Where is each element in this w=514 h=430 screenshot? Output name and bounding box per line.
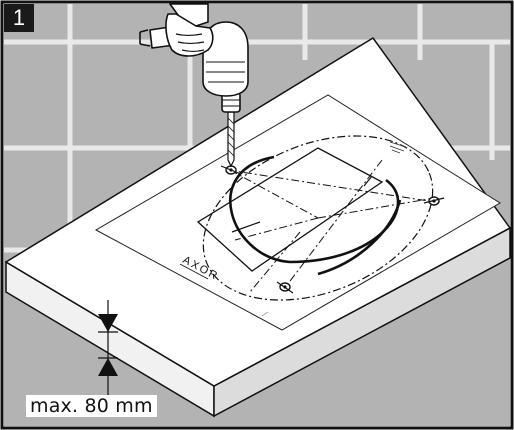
template-corner-mark [261,311,269,317]
axis-line-f [234,217,319,241]
axis-tick [231,221,261,233]
hole-marker-right [423,196,445,206]
hole-marker-bottom [276,281,294,294]
axis-line-a [227,169,436,203]
template-drawing [196,135,436,301]
arrow-up-icon [98,358,118,376]
drill-bit [227,111,235,168]
axis-tick-2 [363,175,373,187]
thickness-dimension [98,300,118,408]
hand-icon [165,3,214,57]
axis-line-e [249,231,301,293]
axis-line-d [317,197,435,219]
axis-line-b [286,159,383,286]
step-number-badge: 1 [4,4,34,32]
template-logo-underline [179,263,209,280]
max-thickness-label: max. 80 mm [26,395,157,417]
template-small-logo [389,141,407,154]
axis-line-c [229,169,319,219]
drilling-template-sheet [94,94,501,331]
bolt-circle [202,135,434,301]
cutout-square [196,147,384,272]
cutout-arc-lower [317,199,402,276]
arrow-down-icon [98,314,118,332]
